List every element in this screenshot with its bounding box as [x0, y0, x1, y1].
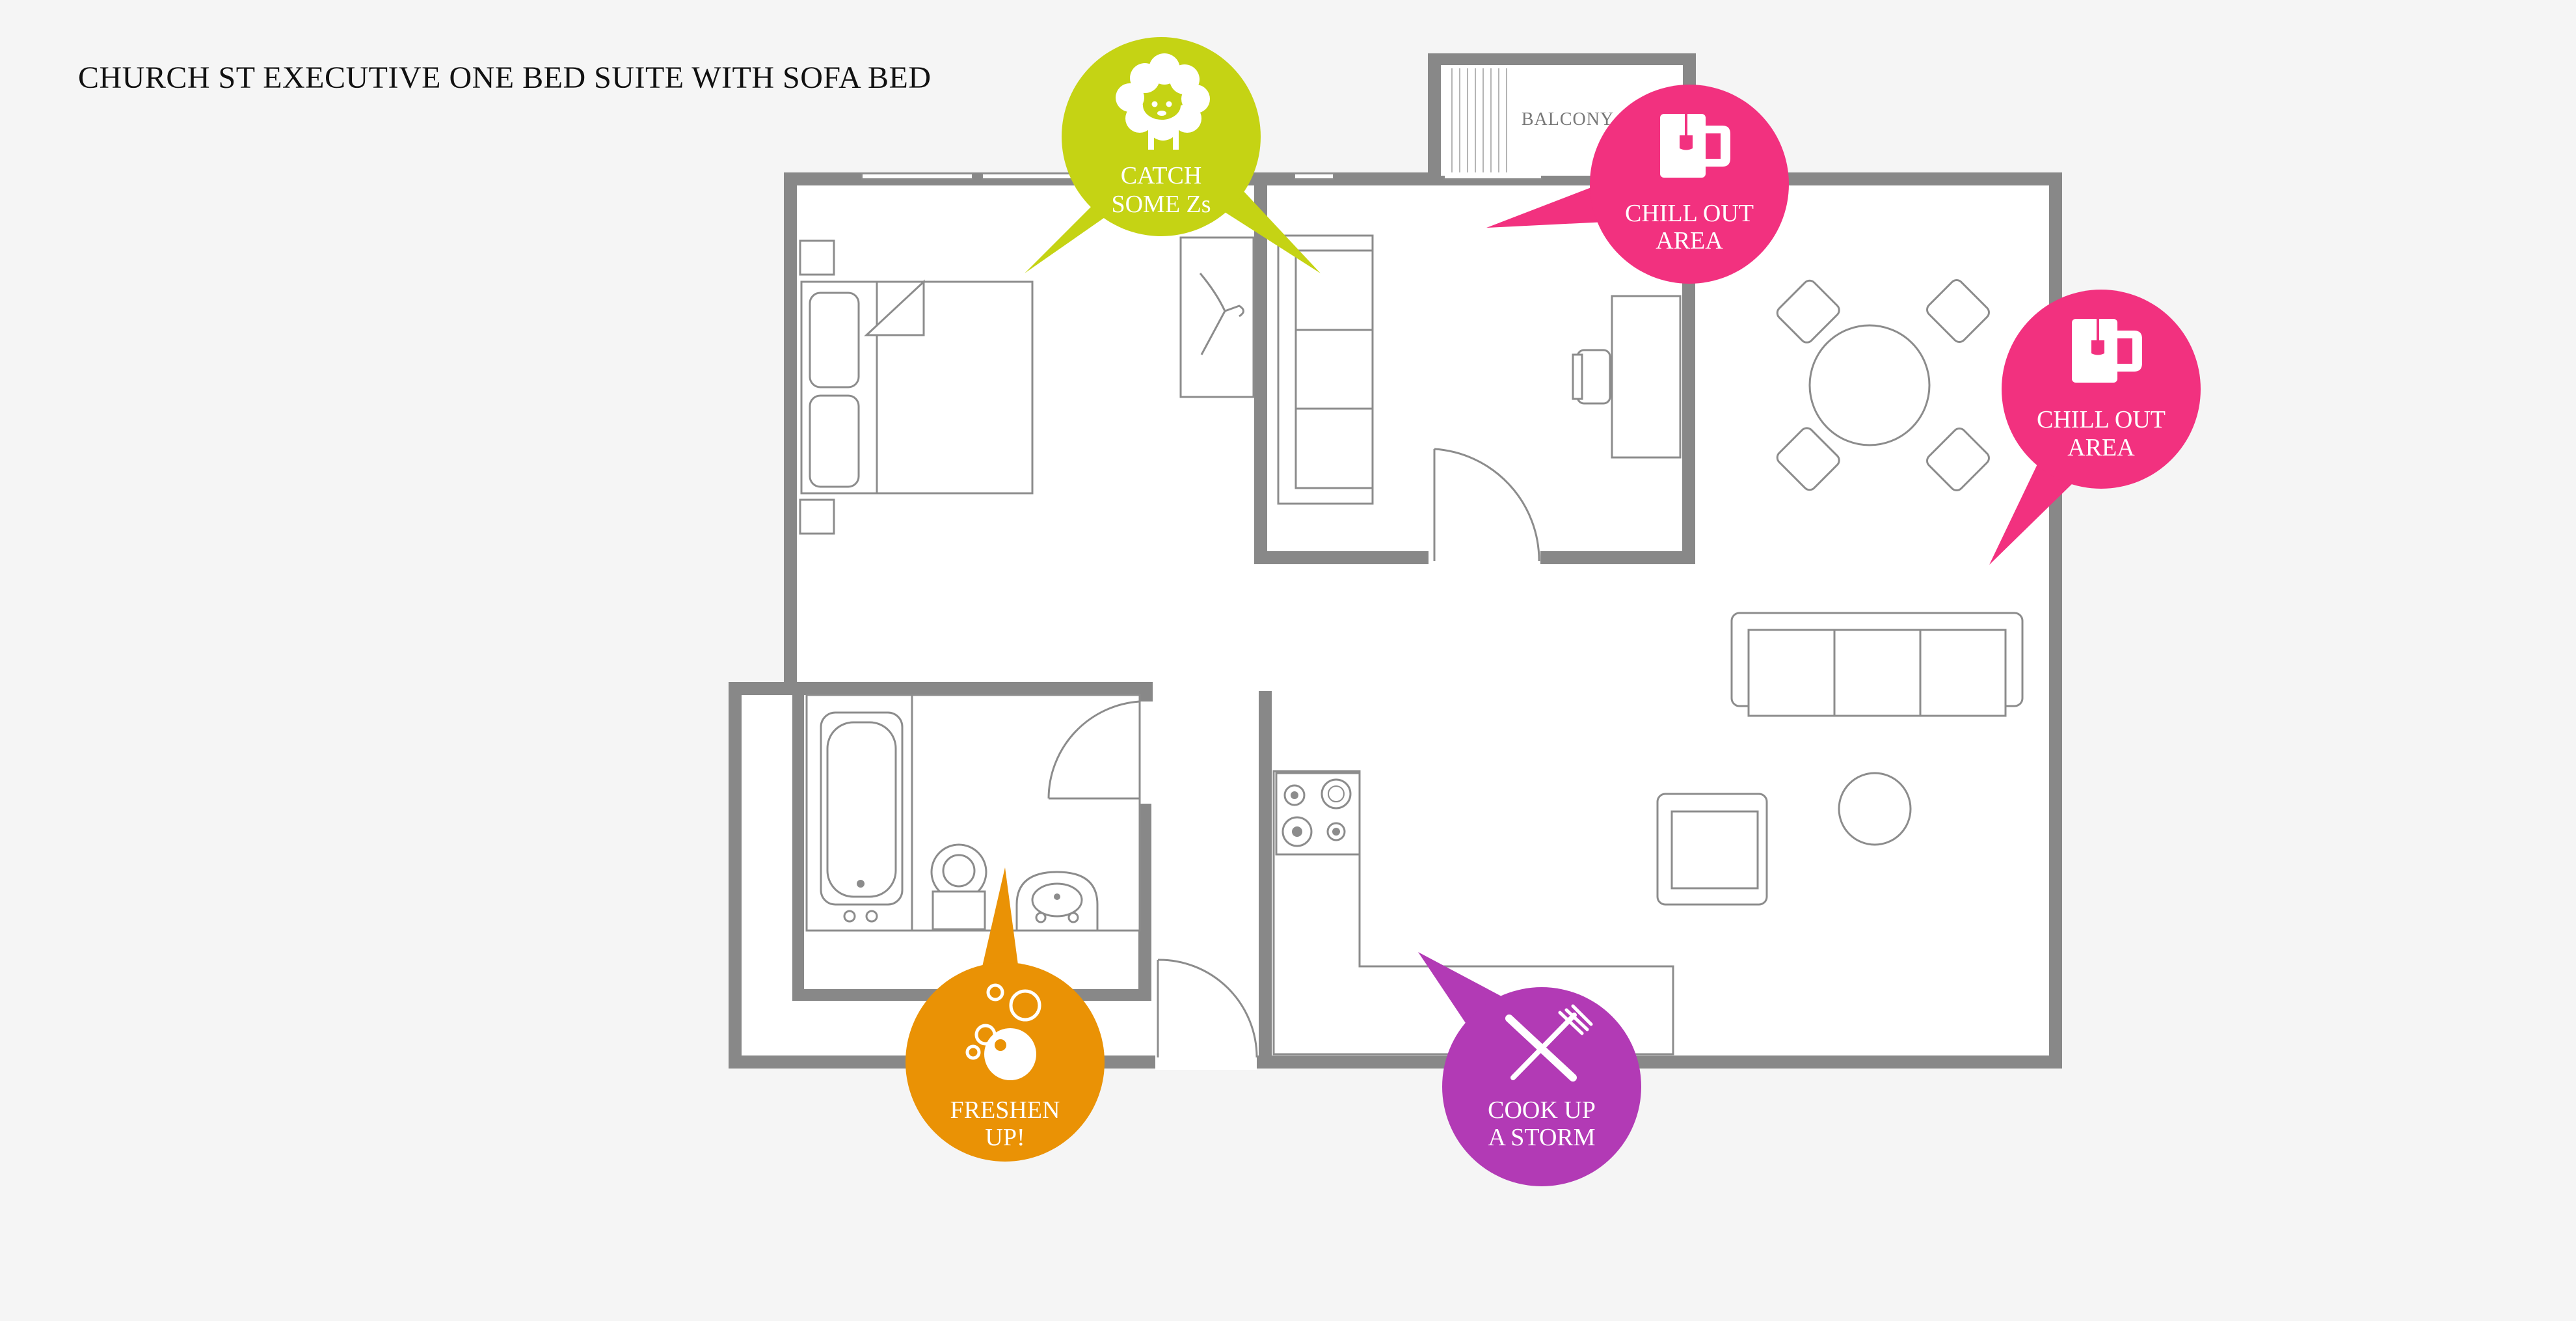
- callout-freshen-line1: FRESHEN: [950, 1096, 1060, 1124]
- entry-door: [1157, 959, 1258, 1058]
- callout-cook-bubble: [1442, 987, 1641, 1186]
- study-room: [1277, 234, 1682, 562]
- callout-chill-1-line1: CHILL OUT: [1625, 200, 1754, 227]
- callout-chill-1-bubble: [1590, 85, 1789, 284]
- bathroom: [805, 694, 1141, 932]
- callout-cook-line2: A STORM: [1488, 1124, 1595, 1151]
- callout-cook: COOK UP A STORM: [1418, 952, 1641, 1186]
- callout-cook-line1: COOK UP: [1488, 1096, 1596, 1124]
- callout-cook-pointer: [1418, 952, 1503, 1025]
- callout-chill-2: CHILL OUT AREA: [1989, 290, 2201, 565]
- callout-sleep-line2: SOME Zs: [1111, 191, 1211, 218]
- fork-knife-icon: [1505, 1004, 1593, 1082]
- callout-chill-2-bubble: [2002, 290, 2201, 489]
- callout-freshen: FRESHEN UP!: [906, 867, 1105, 1162]
- callout-chill-2-line1: CHILL OUT: [2037, 406, 2166, 433]
- mug-icon: [2072, 319, 2142, 383]
- callout-freshen-line2: UP!: [985, 1124, 1025, 1151]
- callout-sleep-line1: CATCH: [1121, 162, 1202, 189]
- page-title: CHURCH ST EXECUTIVE ONE BED SUITE WITH S…: [78, 61, 932, 95]
- callout-chill-1-line2: AREA: [1656, 227, 1723, 254]
- kitchen: [1272, 770, 1674, 1055]
- mug-icon: [1660, 114, 1730, 178]
- bedroom: [799, 236, 1255, 535]
- callout-freshen-pointer: [977, 867, 1021, 989]
- living-room: [1656, 279, 2024, 906]
- callout-chill-2-line2: AREA: [2067, 434, 2135, 461]
- callout-sleep: CATCH SOME Zs: [1025, 37, 1321, 273]
- callout-chill-1: CHILL OUT AREA: [1486, 85, 1789, 284]
- balcony-label: BALCONY: [1522, 109, 1614, 129]
